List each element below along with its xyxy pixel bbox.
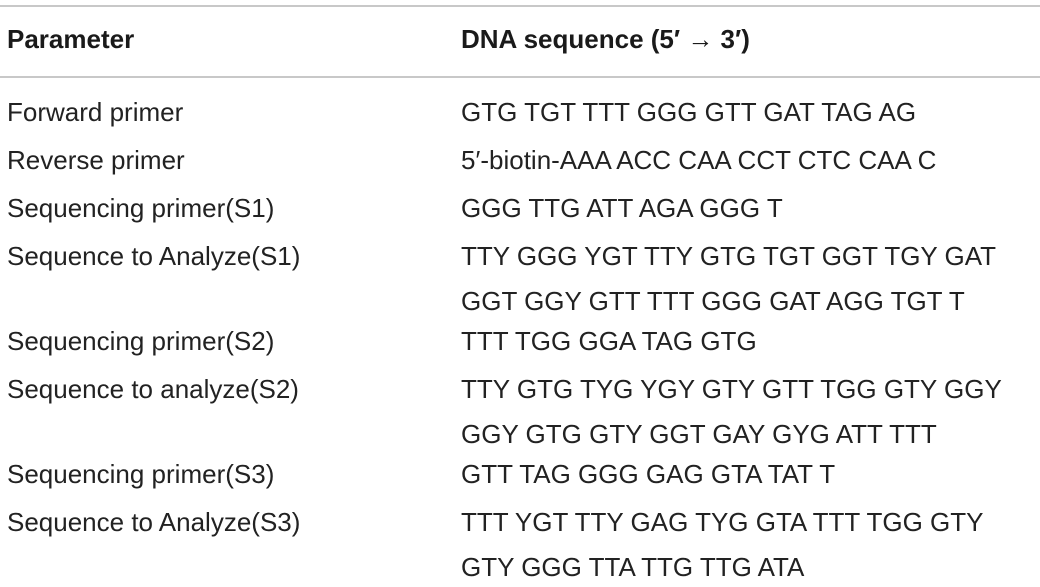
row-sequence: GTT TAG GGG GAG GTA TAT T	[461, 454, 1036, 494]
row-parameter: Sequencing primer(S2)	[7, 326, 275, 356]
sequence-line: GTY GGG TTA TTG TTG ATA	[461, 552, 805, 582]
row-sequence: TTT YGT TTY GAG TYG GTA TTT TGG GTY GTY …	[461, 502, 1036, 587]
table-row: Forward primer GTG TGT TTT GGG GTT GAT T…	[0, 92, 1040, 140]
row-sequence: 5′-biotin-AAA ACC CAA CCT CTC CAA C	[461, 140, 1036, 180]
row-parameter: Sequencing primer(S3)	[7, 459, 275, 489]
table-row: Sequence to Analyze(S1) TTY GGG YGT TTY …	[0, 236, 1040, 321]
header-rule	[0, 76, 1040, 78]
row-sequence: TTY GGG YGT TTY GTG TGT GGT TGY GAT GGT …	[461, 236, 1036, 321]
row-parameter: Sequence to Analyze(S3)	[7, 507, 301, 537]
header-parameter: Parameter	[7, 24, 135, 54]
sequence-line: TTT YGT TTY GAG TYG GTA TTT TGG GTY	[461, 507, 984, 537]
row-sequence: GGG TTG ATT AGA GGG T	[461, 188, 1036, 228]
sequence-line: TTT TGG GGA TAG GTG	[461, 326, 757, 356]
row-parameter: Forward primer	[7, 97, 184, 127]
sequence-line: TTY GTG TYG YGY GTY GTT TGG GTY GGY	[461, 374, 1002, 404]
row-sequence: TTY GTG TYG YGY GTY GTT TGG GTY GGY GGY …	[461, 369, 1036, 454]
row-parameter: Sequencing primer(S1)	[7, 193, 275, 223]
table-row: Sequencing primer(S2) TTT TGG GGA TAG GT…	[0, 321, 1040, 369]
sequence-line: 5′-biotin-AAA ACC CAA CCT CTC CAA C	[461, 145, 937, 175]
table-row: Sequencing primer(S1) GGG TTG ATT AGA GG…	[0, 188, 1040, 236]
row-sequence: TTT TGG GGA TAG GTG	[461, 321, 1036, 361]
top-rule	[0, 5, 1040, 7]
row-parameter: Sequence to Analyze(S1)	[7, 241, 301, 271]
sequence-line: GGT GGY GTT TTT GGG GAT AGG TGT T	[461, 286, 965, 316]
table-body: Forward primer GTG TGT TTT GGG GTT GAT T…	[0, 92, 1040, 587]
sequence-line: TTY GGG YGT TTY GTG TGT GGT TGY GAT	[461, 241, 997, 271]
table-header: Parameter DNA sequence (5′ → 3′)	[0, 24, 1040, 64]
table-row: Reverse primer 5′-biotin-AAA ACC CAA CCT…	[0, 140, 1040, 188]
header-dna-sequence: DNA sequence (5′ → 3′)	[461, 24, 750, 54]
sequence-line: GTG TGT TTT GGG GTT GAT TAG AG	[461, 97, 917, 127]
table-row: Sequence to Analyze(S3) TTT YGT TTY GAG …	[0, 502, 1040, 587]
row-sequence: GTG TGT TTT GGG GTT GAT TAG AG	[461, 92, 1036, 132]
sequence-line: GTT TAG GGG GAG GTA TAT T	[461, 459, 836, 489]
sequence-line: GGG TTG ATT AGA GGG T	[461, 193, 783, 223]
table-row: Sequence to analyze(S2) TTY GTG TYG YGY …	[0, 369, 1040, 454]
row-parameter: Reverse primer	[7, 145, 185, 175]
table-row: Sequencing primer(S3) GTT TAG GGG GAG GT…	[0, 454, 1040, 502]
row-parameter: Sequence to analyze(S2)	[7, 374, 299, 404]
sequence-line: GGY GTG GTY GGT GAY GYG ATT TTT	[461, 419, 937, 449]
